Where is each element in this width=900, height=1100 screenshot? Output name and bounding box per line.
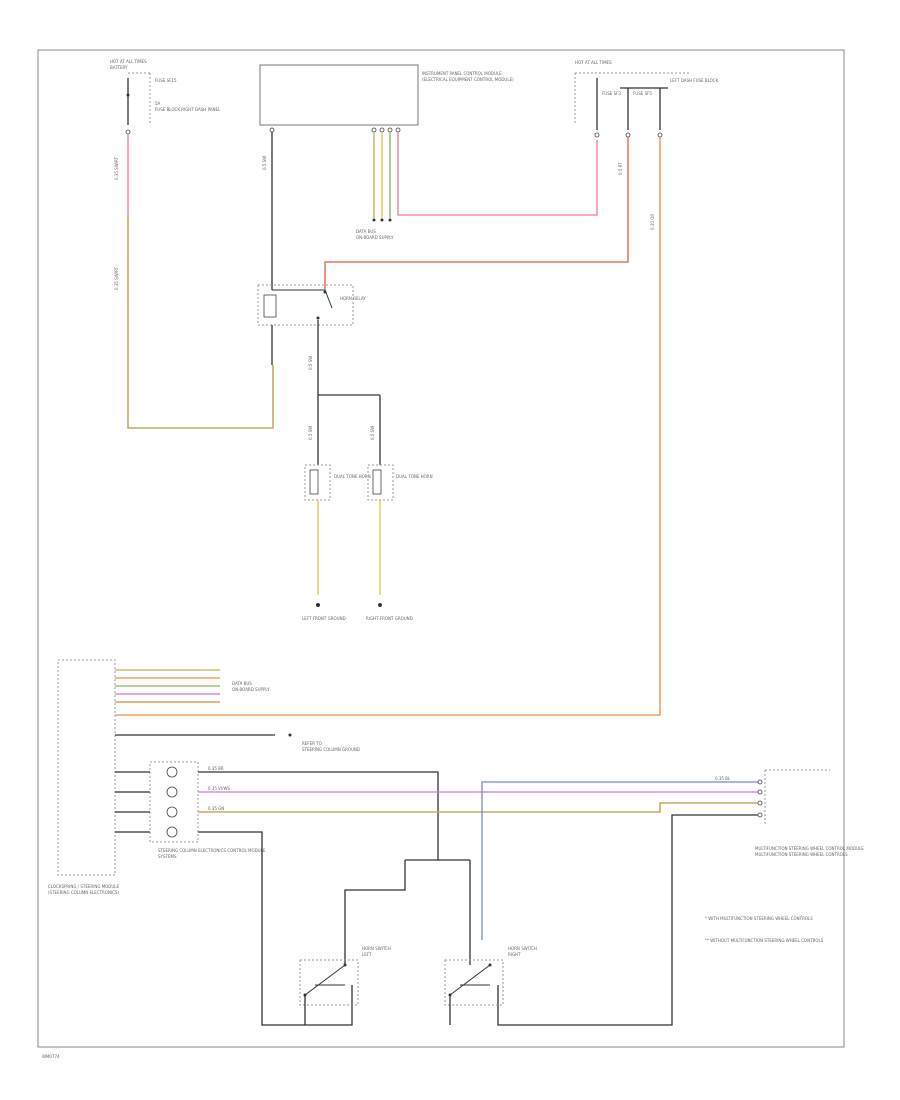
data-bus-mid-label: DATA BUS bbox=[232, 681, 252, 686]
wire-left-tan bbox=[127, 215, 274, 429]
battery-left-sublabel: BATTERY bbox=[110, 65, 128, 70]
wire-steering-ground bbox=[198, 831, 353, 1026]
horn-switch-right: HORN SWITCH RIGHT bbox=[444, 946, 537, 1006]
fuse-left-desc: FUSE BLOCK RIGHT DASH PANEL bbox=[155, 107, 221, 112]
wire-module-relay-label: 0.5 SW bbox=[262, 156, 267, 170]
module-top-label: INSTRUMENT PANEL CONTROL MODULE bbox=[422, 71, 502, 76]
fuse-left-connector bbox=[125, 129, 131, 135]
footer-id: WM0774 bbox=[42, 1054, 60, 1059]
mf-steering-sublabel: MULTIFUNCTION STEERING WHEEL CONTROLS bbox=[755, 852, 848, 857]
svg-text:0.35 VI/WS: 0.35 VI/WS bbox=[208, 786, 230, 791]
fuse-right-label-b: FUSE SF5 bbox=[633, 91, 652, 96]
horn-relay: HORN RELAY bbox=[257, 284, 366, 326]
svg-text:0.5 SW: 0.5 SW bbox=[308, 426, 313, 440]
svg-text:0.35 GN: 0.35 GN bbox=[208, 806, 224, 811]
note-1: * WITH MULTIFUNCTION STEERING WHEEL CONT… bbox=[705, 916, 813, 921]
module-top-sublabel: (ELECTRICAL EQUIPMENT CONTROL MODULE) bbox=[422, 77, 514, 82]
wire-module-fuse-right bbox=[397, 132, 598, 216]
steering-module-label: STEERING COLUMN ELECTRONICS CONTROL MODU… bbox=[158, 848, 266, 853]
svg-text:0.35 BL: 0.35 BL bbox=[715, 776, 731, 781]
fuse-left-amp: 5A bbox=[155, 101, 161, 106]
clockspring-label: CLOCKSPRING / STEERING MODULE bbox=[48, 884, 120, 889]
fuse-right-label: FUSE SF3 bbox=[602, 91, 621, 96]
instrument-module: INSTRUMENT PANEL CONTROL MODULE (ELECTRI… bbox=[259, 64, 514, 133]
svg-text:DUAL TONE HORN: DUAL TONE HORN bbox=[396, 474, 433, 479]
relay-main-label: HORN RELAY bbox=[340, 296, 366, 301]
svg-text:0.5 SW: 0.5 SW bbox=[370, 426, 375, 440]
clockspring-sublabel: (STEERING COLUMN ELECTRONICS) bbox=[48, 890, 119, 895]
fuse-left-label: FUSE SF15 bbox=[155, 78, 177, 83]
diagram-frame bbox=[37, 49, 845, 1048]
left-fuse-group: HOT AT ALL TIMES BATTERY FUSE SF15 5A FU… bbox=[110, 59, 221, 135]
wire-fuse-orange bbox=[115, 137, 661, 716]
horn-switch-left: HORN SWITCH LEFT bbox=[299, 946, 391, 1006]
data-bus-top-label: DATA BUS bbox=[356, 229, 376, 234]
battery-right-label: HOT AT ALL TIMES bbox=[575, 60, 612, 65]
horn-switch-right-label: HORN SWITCH bbox=[508, 946, 537, 951]
right-fuse-group: HOT AT ALL TIMES FUSE SF3 FUSE SF5 LEFT … bbox=[574, 60, 719, 138]
horn-switch-right-sublabel: RIGHT bbox=[508, 952, 521, 957]
fuse-right-desc: LEFT DASH FUSE BLOCK bbox=[670, 78, 719, 83]
horn-switch-left-sublabel: LEFT bbox=[362, 952, 372, 957]
data-bus-mid: DATA BUS ON-BOARD SUPPLY bbox=[115, 669, 270, 703]
wire-left-label-a: 0.35 SW/RT bbox=[114, 156, 119, 180]
svg-text:DUAL TONE HORN: DUAL TONE HORN bbox=[334, 474, 371, 479]
wire-steering-tan bbox=[198, 802, 760, 813]
wire-blue-horn-right bbox=[481, 781, 760, 940]
ground-right-label: RIGHT FRONT GROUND bbox=[366, 616, 413, 621]
wire-steering-horn bbox=[198, 771, 439, 860]
wire-fuse-relay-red bbox=[324, 137, 629, 290]
svg-text:0.35 OR: 0.35 OR bbox=[650, 214, 655, 230]
mf-steering-module: MULTIFUNCTION STEERING WHEEL CONTROL MOD… bbox=[755, 769, 864, 857]
ground-left-label: LEFT FRONT GROUND bbox=[302, 616, 346, 621]
battery-left-label: HOT AT ALL TIMES bbox=[110, 59, 147, 64]
note-2: ** WITHOUT MULTIFUNCTION STEERING WHEEL … bbox=[705, 938, 824, 943]
data-bus-top-sublabel: ON-BOARD SUPPLY bbox=[356, 235, 394, 240]
svg-text:0.35 BR: 0.35 BR bbox=[208, 766, 224, 771]
svg-text:0.5 SW: 0.5 SW bbox=[308, 356, 313, 370]
steering-gnd-label: REFER TO bbox=[302, 741, 322, 746]
svg-text:0.5 RT: 0.5 RT bbox=[618, 162, 623, 175]
ground-left bbox=[316, 603, 320, 607]
steering-module-sublabel: SYSTEMS bbox=[158, 854, 177, 859]
horn-right: DUAL TONE HORN bbox=[367, 464, 433, 501]
mf-steering-label: MULTIFUNCTION STEERING WHEEL CONTROL MOD… bbox=[755, 846, 864, 851]
wire-left-label-b: 0.35 SW/RT bbox=[114, 266, 119, 290]
steering-column-module: STEERING COLUMN ELECTRONICS CONTROL MODU… bbox=[149, 761, 266, 859]
data-bus-mid-sublabel: ON-BOARD SUPPLY bbox=[232, 687, 270, 692]
clockspring-box bbox=[57, 659, 116, 876]
ground-right bbox=[378, 603, 382, 607]
horn-switch-left-label: HORN SWITCH bbox=[362, 946, 391, 951]
horn-left: DUAL TONE HORN bbox=[304, 464, 371, 501]
steering-gnd-sublabel: STEERING COLUMN GROUND bbox=[302, 747, 360, 752]
